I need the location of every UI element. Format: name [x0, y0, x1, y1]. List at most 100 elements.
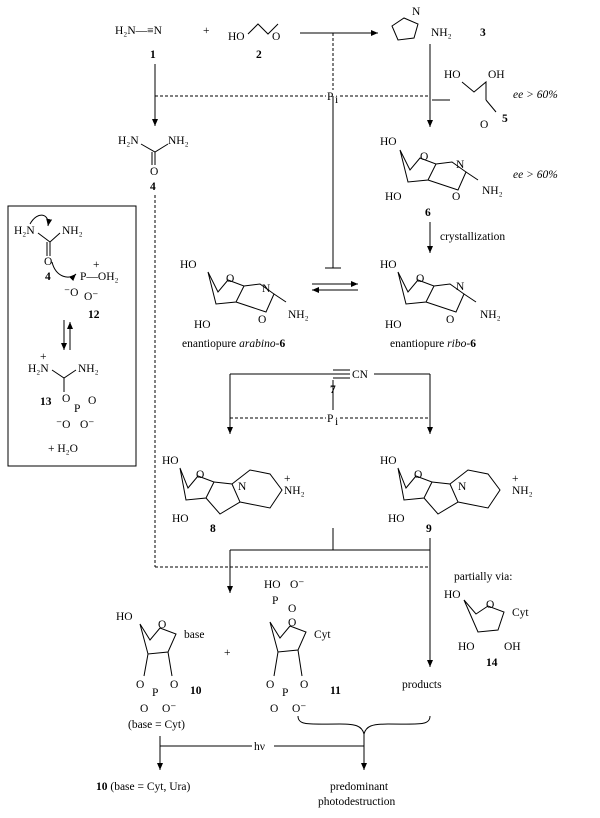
c14-cyt: Cyt — [512, 607, 529, 619]
aminooxazole-nh2: NH₂ — [431, 27, 452, 39]
box-phosphate-o2: O — [88, 395, 96, 407]
box-nh2b: NH₂ — [78, 363, 99, 375]
pi2-label: P — [327, 413, 333, 425]
compound-4-number: 4 — [150, 181, 156, 193]
c10-o2: O — [136, 679, 144, 691]
box-compound-13-number: 13 — [40, 396, 52, 408]
ribo-ho1: HO — [380, 259, 397, 271]
c10-o: O — [158, 619, 166, 631]
pi2-subscript: i — [335, 416, 338, 428]
compound-5-number: 5 — [502, 113, 508, 125]
c10-base-note: (base = Cyt) — [128, 719, 185, 731]
ribo-o: O — [416, 273, 424, 285]
box-phosphate-ominus: ⁻O — [56, 419, 70, 431]
box-h2n: H₂N — [14, 225, 35, 237]
compound-11-structure: HO O⁻ P O O Cyt O O P O O⁻ — [264, 579, 331, 715]
compound-6-ho2: HO — [385, 191, 402, 203]
c14-ho2: HO — [458, 641, 475, 653]
crystallization-label: crystallization — [440, 231, 505, 243]
c11-ominus: O⁻ — [290, 579, 304, 591]
cyanamide-formula: H₂N—≡N — [115, 25, 163, 37]
products-label: products — [402, 679, 442, 691]
glyceraldehyde-o: O — [480, 119, 488, 131]
arabino-o2: O — [258, 314, 266, 326]
compound-10-structure: HO O base O O P O O⁻ — [116, 611, 204, 715]
c9-ho1: HO — [380, 455, 397, 467]
c11-o2: O — [266, 679, 274, 691]
compound-6-nh2: NH₂ — [482, 185, 503, 197]
c8-ho1: HO — [162, 455, 179, 467]
box-phosphate-ominus2: O⁻ — [80, 419, 94, 431]
box-water: + H₂O — [48, 443, 78, 455]
c11-p-top: P — [272, 595, 278, 607]
compound-14-number: 14 — [486, 657, 498, 669]
hv-label: hν — [254, 741, 265, 753]
arabino-label: enantiopure arabino-6 — [182, 338, 285, 350]
pi-subscript: i — [335, 94, 338, 106]
compound-6-ho1: HO — [380, 136, 397, 148]
brace — [297, 715, 431, 735]
compound-6-structure: HO HO O N NH₂ O — [380, 136, 503, 203]
ribo-label: enantiopure ribo-6 — [390, 338, 476, 350]
arabino-n: N — [262, 283, 271, 295]
c10-ominus: O⁻ — [162, 703, 176, 715]
c9-ho2: HO — [388, 513, 405, 525]
c8-o: O — [196, 469, 204, 481]
ribo-6-structure: HO HO O N NH₂ O — [380, 259, 501, 331]
c14-o: O — [486, 599, 494, 611]
plus-10-11: + — [224, 647, 231, 659]
arabino-6-structure: HO HO O N NH₂ O — [180, 259, 309, 331]
compound-14-structure: HO O Cyt HO OH — [444, 589, 529, 653]
compound-2-number: 2 — [256, 49, 262, 61]
box-o-minus2: O⁻ — [84, 291, 98, 303]
box-compound-4-number: 4 — [45, 271, 51, 283]
glyceraldehyde-ho: HO — [444, 69, 461, 81]
c14-ho: HO — [444, 589, 461, 601]
c11-ox: O — [270, 703, 278, 715]
ee-label-6: ee > 60% — [513, 169, 558, 181]
glycolaldehyde-structure: HO O — [228, 23, 280, 43]
arabino-nh2: NH₂ — [288, 309, 309, 321]
plus-sign: + — [203, 25, 210, 37]
urea-h2n: H₂N — [118, 135, 139, 147]
compound-3-number: 3 — [480, 27, 486, 39]
box-plus-2: + — [40, 351, 47, 363]
c11-o-top: O — [288, 603, 296, 615]
urea-structure: H₂N NH₂ O — [118, 135, 189, 178]
urea-nh2: NH₂ — [168, 135, 189, 147]
glyceraldehyde-structure: HO OH O — [444, 69, 505, 131]
box-phosphate-o: O — [62, 393, 70, 405]
compound-6-number: 6 — [425, 207, 431, 219]
cn-bg — [350, 366, 374, 380]
ribo-n: N — [456, 281, 465, 293]
final-left-label: 10 (base = Cyt, Ura) — [96, 781, 190, 793]
arabino-ho1: HO — [180, 259, 197, 271]
ribo-nh2: NH₂ — [480, 309, 501, 321]
box-compound-12-number: 12 — [88, 309, 100, 321]
c9-plus: + — [512, 473, 519, 485]
pi-label: P — [327, 91, 333, 103]
box-phosphate-p: P — [74, 403, 80, 415]
arabino-o: O — [226, 273, 234, 285]
compound-1-number: 1 — [150, 49, 156, 61]
box-phosphate: P—OH₂ — [80, 271, 119, 283]
box-o: O — [44, 256, 52, 268]
c11-ho: HO — [264, 579, 281, 591]
c10-ox: O — [140, 703, 148, 715]
c8-plus: + — [284, 473, 291, 485]
box-isourea-phosphate: + H₂N NH₂ 13 O P O ⁻O O⁻ + H₂O — [28, 351, 99, 455]
compound-9-number: 9 — [426, 523, 432, 535]
compound-6-o2: O — [452, 191, 460, 203]
box-urea-phosphate: H₂N NH₂ O 4 P—OH₂ + ⁻O O⁻ 12 — [14, 214, 119, 321]
final-right-label-2: photodestruction — [318, 796, 396, 808]
partially-via-label: partially via: — [454, 571, 512, 583]
c14-oh: OH — [504, 641, 521, 653]
c8-ho2: HO — [172, 513, 189, 525]
cyanoacetylene-cn: CN — [352, 369, 369, 381]
ee-label-5: ee > 60% — [513, 89, 558, 101]
compound-8-structure: HO HO O N NH₂ + — [162, 455, 305, 525]
c8-nh2: NH₂ — [284, 485, 305, 497]
c9-n: N — [458, 481, 467, 493]
compound-6-o: O — [420, 151, 428, 163]
